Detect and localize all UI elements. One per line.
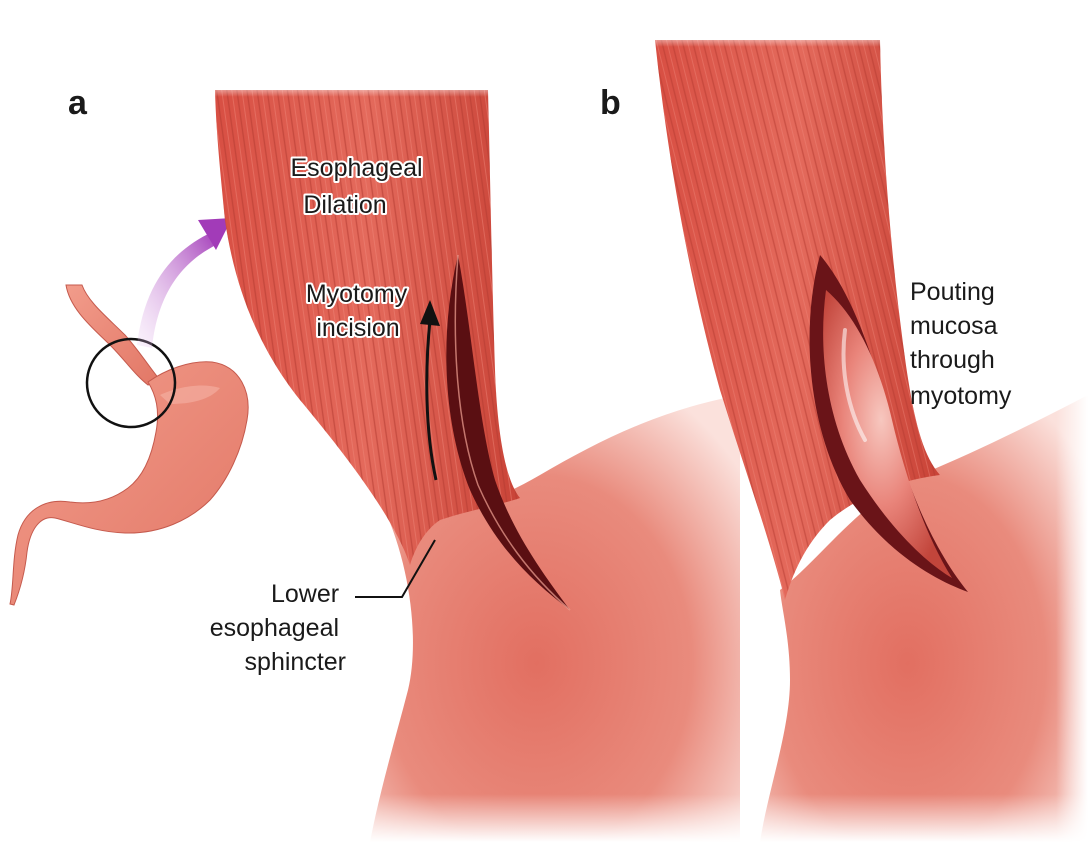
sphincter-leader-line <box>355 539 436 598</box>
incision-label: Myotomy incision <box>306 280 414 342</box>
pouting-mucosa <box>823 290 952 578</box>
sphincter-label-line2: esophageal <box>210 614 339 642</box>
sphincter-label-line1: Lower <box>271 580 339 608</box>
incision-label-line2: incision <box>316 314 399 342</box>
small-stomach <box>9 361 249 606</box>
pouting-label-line3: through <box>910 346 995 374</box>
zoom-arrow <box>137 218 232 348</box>
panel-a-magnified-view <box>200 80 750 842</box>
pouting-label-line4: myotomy <box>910 382 1012 410</box>
incision-direction-arrow <box>425 319 438 481</box>
pouting-mucosa-label: Pouting mucosa through myotomy <box>910 278 1012 410</box>
les-highlight-circle <box>85 337 177 429</box>
dilation-label-line2: Dilation <box>303 191 386 219</box>
panel-b-view <box>640 30 1088 842</box>
panel-a-letter: a <box>68 84 88 122</box>
sphincter-label: Lower esophageal sphincter <box>210 580 346 676</box>
stomach-overview-inset <box>9 284 249 606</box>
dilation-label: Esophageal Dilation <box>290 154 429 219</box>
pouting-label-line2: mucosa <box>910 312 998 340</box>
sphincter-label-line3: sphincter <box>245 648 346 676</box>
pouting-label-line1: Pouting <box>910 278 995 306</box>
panel-b-letter: b <box>600 84 621 122</box>
dilation-label-line1: Esophageal <box>290 154 422 182</box>
incision-label-line1: Myotomy <box>306 280 408 308</box>
